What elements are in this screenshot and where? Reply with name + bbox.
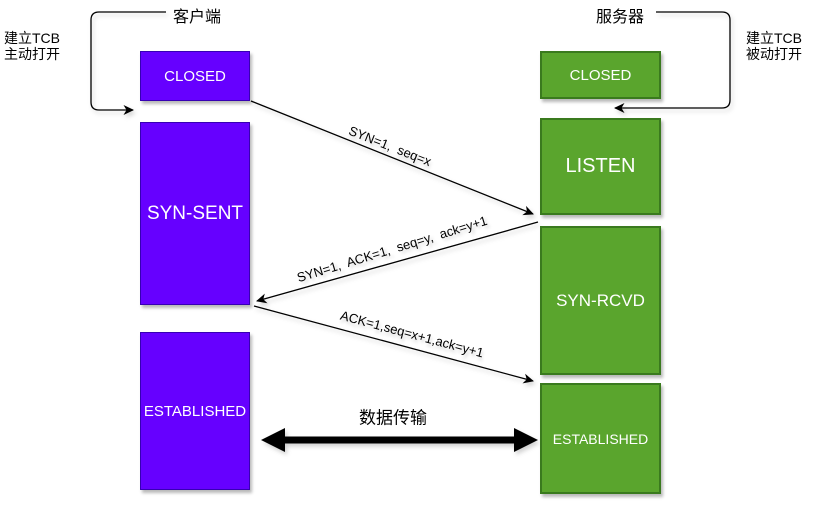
server-title: 服务器 <box>595 9 645 26</box>
state-box-server-closed: CLOSED <box>540 51 661 99</box>
state-box-client-established: ESTABLISHED <box>140 332 250 490</box>
server-note-line2: 被动打开 <box>746 46 802 62</box>
state-box-server-syn-rcvd: SYN-RCVD <box>540 226 661 375</box>
data-transfer-arrow <box>261 428 538 452</box>
server-entry-connector <box>614 11 731 113</box>
state-box-server-listen: LISTEN <box>540 118 661 215</box>
state-box-server-established: ESTABLISHED <box>540 383 661 494</box>
state-box-client-syn-sent: SYN-SENT <box>140 122 250 305</box>
client-entry-connector <box>90 11 166 115</box>
client-note-line2: 主动打开 <box>4 46 60 62</box>
data-transfer-label: 数据传输 <box>359 408 427 428</box>
state-box-client-closed: CLOSED <box>140 51 250 101</box>
ack-arrow <box>253 305 534 384</box>
syn-arrow <box>250 100 534 216</box>
client-note-line1: 建立TCB <box>4 30 60 46</box>
client-note: 建立TCB 主动打开 <box>4 30 60 62</box>
server-note-line1: 建立TCB <box>746 30 802 46</box>
synack-arrow <box>256 221 539 304</box>
client-title: 客户端 <box>172 9 222 26</box>
server-note: 建立TCB 被动打开 <box>746 30 802 62</box>
